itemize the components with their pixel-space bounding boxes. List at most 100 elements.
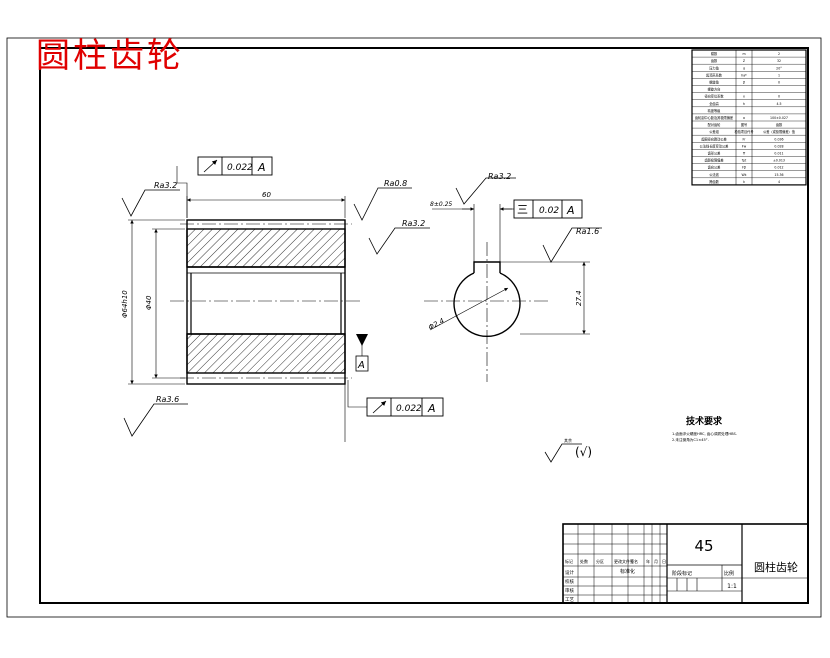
param-cell: 0.012 [774, 166, 783, 170]
param-cell: 齿顶高系数 [706, 72, 723, 77]
param-cell: a [743, 116, 745, 120]
tb-mark-label: 处数 [580, 558, 588, 564]
param-cell: 公法线 [709, 172, 719, 177]
roughness-symbol-bottom [123, 403, 188, 437]
param-cell: 15.36 [774, 173, 783, 177]
roughness-general [544, 443, 582, 463]
tb-role-label: 工艺 [565, 597, 574, 603]
symmetry-tol: 0.02 [539, 206, 559, 216]
tb-name: 圆柱齿轮 [754, 560, 798, 574]
tb-mark-label: 日 [662, 559, 666, 564]
param-cell: h [743, 102, 745, 106]
param-cell: 模数 [711, 51, 718, 56]
roughness-symbol-tr [353, 187, 412, 221]
gdt-frame-top [197, 156, 273, 176]
key-width-dim: 8±0.25 [430, 201, 452, 208]
symmetry-symbol: 三 [517, 203, 528, 216]
param-cell: 4 [778, 180, 780, 184]
gdt-bottom-datum: A [427, 402, 436, 415]
dim-length: 60 [262, 191, 271, 199]
tb-mark-label: 签名 [630, 558, 638, 564]
param-cell: 4.5 [776, 102, 781, 106]
param-cell: 齿圈径向跳动公差 [701, 136, 727, 141]
param-cell: 公差组 [709, 129, 719, 134]
param-cell: m [742, 52, 745, 56]
roughness-symbol-left [121, 189, 180, 217]
tb-role-label: 校核 [565, 578, 574, 585]
param-cell: 0 [778, 95, 780, 99]
tech-req-line-2: 2.未注倒角为C1×45°. [672, 437, 709, 442]
tech-req-line-1: 1.齿面淬火硬度HRC, 齿心调质处理HBS. [672, 431, 737, 436]
datum-label: A [357, 360, 365, 371]
roughness-left-label: Ra3.2 [154, 181, 177, 190]
gdt-top-tol: 0.022 [227, 163, 253, 173]
param-cell: k [743, 180, 745, 184]
param-cell: 100±0.027 [770, 116, 788, 120]
tech-req-heading: 技术要求 [686, 415, 723, 427]
dim-bore: Φ40 [145, 295, 153, 310]
param-cell: 压力角 [709, 65, 719, 70]
key-depth-dim: 27.4 [575, 290, 583, 306]
title-block: 标记处数分区更改文件号签名年月日设计校核审核工艺 [562, 523, 809, 604]
param-cell: 螺旋方向 [708, 87, 721, 92]
gdt-frame-bottom [366, 397, 444, 417]
param-cell: 2 [778, 52, 780, 56]
param-cell: 精度等级 [708, 108, 722, 113]
param-cell: 齿距极限偏差 [704, 158, 723, 163]
roughness-top-right-label: Ra0.8 [384, 179, 407, 188]
param-cell: 径向变位系数 [704, 94, 724, 99]
tb-role-label: 审核 [565, 587, 574, 594]
side-view [424, 204, 590, 382]
side-roughness-top-label: Ra3.2 [488, 172, 511, 181]
param-cell: 0.036 [774, 137, 783, 141]
symmetry-datum: A [566, 204, 575, 217]
gdt-bottom-tol: 0.022 [396, 404, 422, 414]
param-cell: Fβ [742, 166, 746, 170]
param-cell: 全齿高 [709, 101, 719, 106]
roughness-symbol-r [368, 227, 430, 255]
roughness-bottom-label: Ra3.6 [156, 395, 179, 404]
side-diameter: Φ2.4 [427, 317, 445, 332]
param-cell: Fr [743, 137, 747, 141]
tb-mark-label: 分区 [596, 558, 604, 564]
param-cell: fpt [742, 159, 747, 163]
param-cell: β [743, 81, 745, 85]
tb-mark-label: 更改文件号 [614, 558, 634, 564]
general-roughness-suffix: (√) [575, 445, 592, 459]
tb-mark-label: 标记 [565, 558, 573, 564]
param-cell: 齿数 [776, 122, 783, 127]
param-cell: 图号 [741, 122, 747, 127]
dim-outer-dia: Φ64h10 [121, 290, 129, 318]
param-cell: Wk [742, 173, 747, 177]
param-cell: Z [743, 59, 746, 63]
keyway [473, 261, 501, 273]
param-cell: x [743, 95, 745, 99]
tb-scale: 1:1 [727, 583, 737, 590]
param-cell: ±0.013 [773, 159, 785, 163]
roughness-symbol-side-right [542, 227, 602, 263]
param-cell: 公差（或极限偏差）值 [763, 129, 796, 134]
param-cell: ha* [741, 73, 747, 77]
param-cell: 0 [778, 81, 780, 85]
tb-role-label: 设计 [565, 569, 574, 576]
param-cell: 螺旋角 [709, 80, 719, 85]
param-cell: 配对齿轮 [708, 122, 722, 127]
page-title: 圆柱齿轮 [36, 36, 184, 76]
param-cell: 齿形公差 [708, 151, 721, 156]
param-cell: 0.028 [774, 144, 783, 148]
tb-mark-label: 年 [646, 558, 650, 564]
gear-outline [186, 219, 346, 385]
param-cell: ff [743, 152, 746, 156]
param-cell: 20° [776, 66, 782, 70]
roughness-symbol-side-top [455, 177, 516, 205]
param-cell: 公法线长度变动公差 [700, 143, 729, 148]
section-hatch-top [186, 228, 346, 268]
param-cell: 齿数 [711, 58, 718, 63]
side-roughness-right-label: Ra1.6 [576, 227, 599, 236]
param-cell: 32 [777, 59, 781, 63]
tb-stage-label: 阶段标记 [672, 570, 692, 577]
param-cell: Fw [742, 144, 747, 148]
outer-frame [6, 37, 822, 618]
